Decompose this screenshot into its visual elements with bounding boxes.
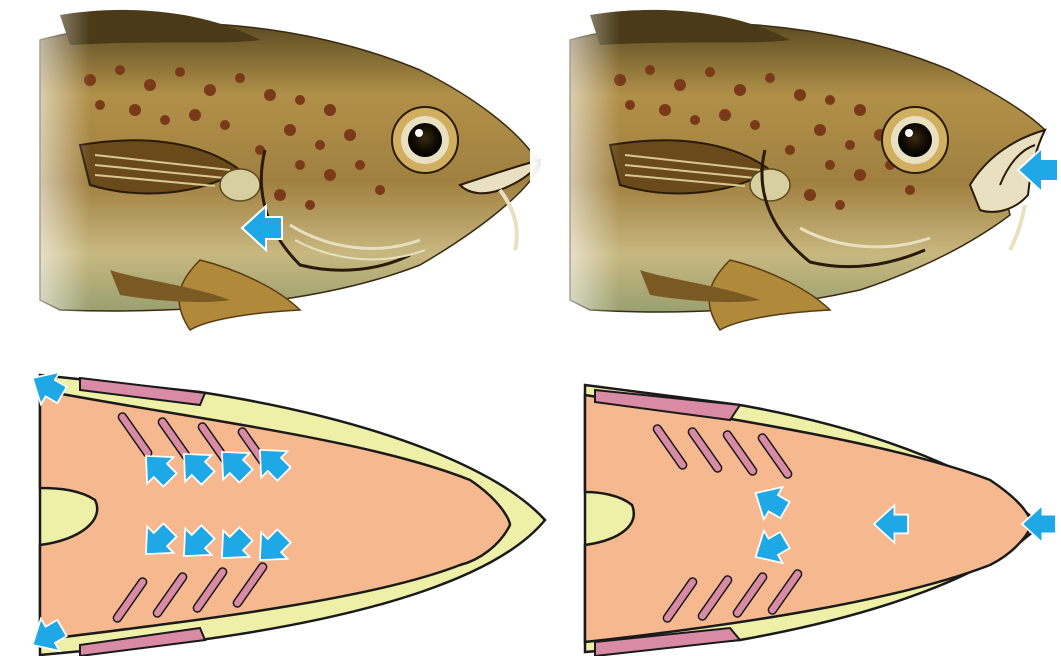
ventilation-diagram-left: [23, 362, 545, 656]
fish-head-left: [0, 0, 540, 330]
oral-cavity: [585, 395, 1032, 642]
fish-eye-icon: [882, 107, 948, 173]
fish-head-right: [530, 0, 1045, 330]
fish-eye-icon: [392, 107, 458, 173]
ventilation-diagram-right: [585, 385, 1056, 656]
